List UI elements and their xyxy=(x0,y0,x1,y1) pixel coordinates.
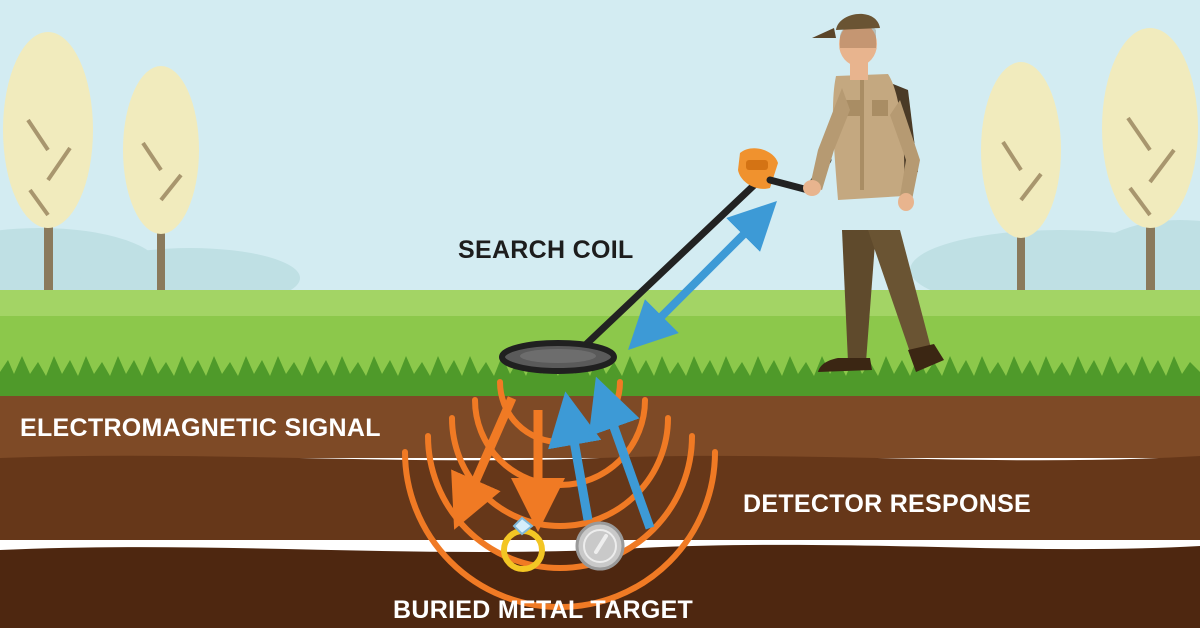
tree-icon xyxy=(1102,28,1198,310)
response-arrows xyxy=(548,376,655,530)
search-coil-label: SEARCH COIL xyxy=(458,236,634,264)
response-double-arrow xyxy=(628,201,777,350)
tree-icon xyxy=(123,66,199,310)
tree-icon xyxy=(3,32,93,310)
person-icon xyxy=(803,13,944,372)
soil-mid-layer xyxy=(0,455,1200,540)
coin-icon xyxy=(575,521,625,571)
signal-arrows xyxy=(451,396,565,532)
detector-response-label: DETECTOR RESPONSE xyxy=(743,490,1032,518)
electromagnetic-signal-label: ELECTROMAGNETIC SIGNAL xyxy=(20,414,381,442)
tree-icon xyxy=(981,62,1061,310)
search-coil xyxy=(499,340,617,374)
ring-icon xyxy=(501,516,545,572)
soil-deep-layer xyxy=(0,544,1200,628)
buried-metal-target-label: BURIED METAL TARGET xyxy=(393,596,694,624)
